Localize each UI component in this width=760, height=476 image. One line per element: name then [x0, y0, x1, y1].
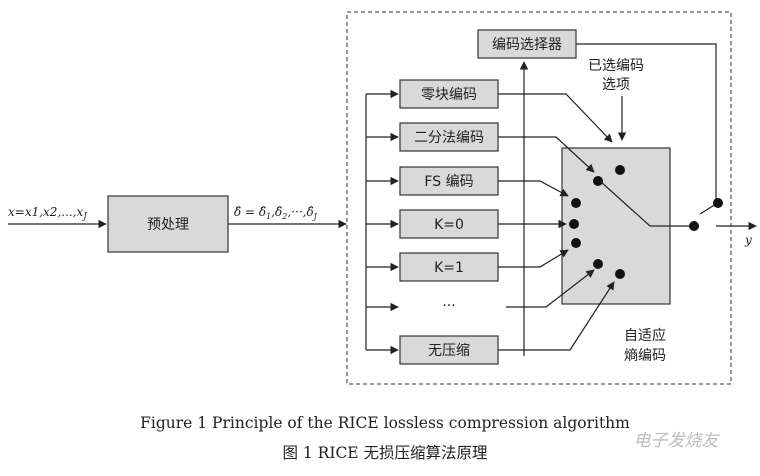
preprocess-label: 预处理	[147, 217, 189, 233]
option-box-k1	[399, 252, 499, 282]
output-switch-contact	[713, 198, 723, 208]
encoder-selector-label: 编码选择器	[492, 37, 562, 53]
adaptive-label-2: 熵编码	[624, 348, 666, 364]
mux-line-4	[498, 249, 569, 268]
watermark: 电子发烧友	[634, 431, 721, 451]
option-box-zero-block	[399, 79, 499, 109]
caption-chinese: 图 1 RICE 无损压缩算法原理	[282, 443, 487, 462]
option-box-k0	[399, 209, 499, 239]
input-label: x=x1,x2,...,xJ	[8, 205, 88, 222]
mux-dot-6	[615, 269, 625, 279]
selected-option-label: 已选编码	[588, 58, 644, 74]
option-label-k1: K=1	[434, 260, 464, 276]
mux-dot-5	[593, 259, 603, 269]
mux-line-1	[498, 136, 595, 173]
mux-line-2	[498, 180, 569, 197]
output-switch-blade	[699, 203, 717, 215]
adaptive-encoder-region	[346, 11, 732, 385]
output-label: y	[744, 233, 752, 247]
option-label-no-compression: 无压缩	[428, 343, 470, 359]
delta-label: δ̂ = δ̂1,δ̂2,···,δ̂J	[234, 205, 318, 221]
option-box-split	[399, 122, 499, 152]
selector-output-line	[576, 43, 717, 200]
option-label-fs: FS 编码	[424, 174, 473, 190]
mux-line-0	[498, 93, 613, 143]
option-label-ellipsis: ···	[442, 298, 455, 314]
caption-english: Figure 1 Principle of the RICE lossless …	[140, 414, 630, 432]
option-label-split: 二分法编码	[414, 130, 484, 146]
mux-switch-arm	[599, 180, 651, 227]
mux-dot-0	[615, 165, 625, 175]
output-switch-dot	[689, 221, 699, 231]
mux-line-5	[506, 269, 595, 308]
adaptive-label: 自适应	[624, 327, 666, 344]
selected-option-label-2: 选项	[602, 77, 630, 93]
mux-dot-3	[569, 219, 579, 229]
option-label-k0: K=0	[434, 217, 464, 233]
mux-dot-2	[571, 198, 581, 208]
mux-line-6	[498, 281, 615, 351]
option-box-no-compression	[399, 335, 499, 365]
option-label-zero-block: 零块编码	[421, 87, 477, 103]
option-box-fs	[399, 166, 499, 196]
mux-dot-4	[571, 238, 581, 248]
mux-dot-1	[593, 176, 603, 186]
